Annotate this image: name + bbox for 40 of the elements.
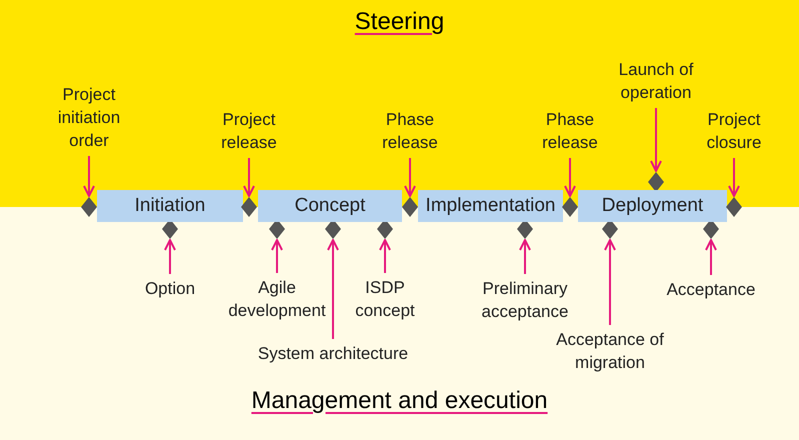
milestone-label: Phase release <box>373 108 447 154</box>
arrow <box>404 158 416 197</box>
phase-box: Concept <box>258 190 402 222</box>
milestone-label: ISDP concept <box>345 276 425 322</box>
milestone-label: Acceptance of migration <box>551 328 669 374</box>
arrow <box>604 239 616 325</box>
phase-box: Deployment <box>578 190 727 222</box>
milestone-label: Project initiation order <box>47 83 131 152</box>
arrow <box>564 158 576 197</box>
arrow <box>83 156 95 197</box>
arrow <box>728 158 740 197</box>
milestone-label: Preliminary acceptance <box>469 277 581 323</box>
phase-box: Initiation <box>97 190 243 222</box>
band-heading: Steering <box>354 8 446 36</box>
milestone-diamond <box>325 219 341 239</box>
milestone-label: Option <box>130 277 210 300</box>
band-heading: Management and execution <box>250 387 549 415</box>
milestone-diamond <box>703 219 719 239</box>
arrow <box>519 239 531 274</box>
arrow <box>164 239 176 274</box>
milestone-diamond <box>602 219 618 239</box>
arrow <box>327 239 339 339</box>
arrow <box>705 239 717 275</box>
milestone-label: Project closure <box>697 108 771 154</box>
milestone-label: Project release <box>212 108 286 154</box>
arrow <box>271 239 283 273</box>
arrow <box>379 239 391 273</box>
milestone-label: Launch of operation <box>601 58 711 104</box>
phase-box: Implementation <box>418 190 563 222</box>
milestone-label: System architecture <box>243 342 423 365</box>
milestone-label: Acceptance <box>656 278 766 301</box>
milestone-diamond <box>377 219 393 239</box>
milestone-diamond <box>269 219 285 239</box>
milestone-label: Agile development <box>225 276 329 322</box>
milestone-label: Phase release <box>533 108 607 154</box>
arrow <box>243 158 255 197</box>
milestone-diamond <box>162 219 178 239</box>
milestone-diamond <box>648 172 664 192</box>
arrow <box>650 108 662 172</box>
milestone-diamond <box>517 219 533 239</box>
